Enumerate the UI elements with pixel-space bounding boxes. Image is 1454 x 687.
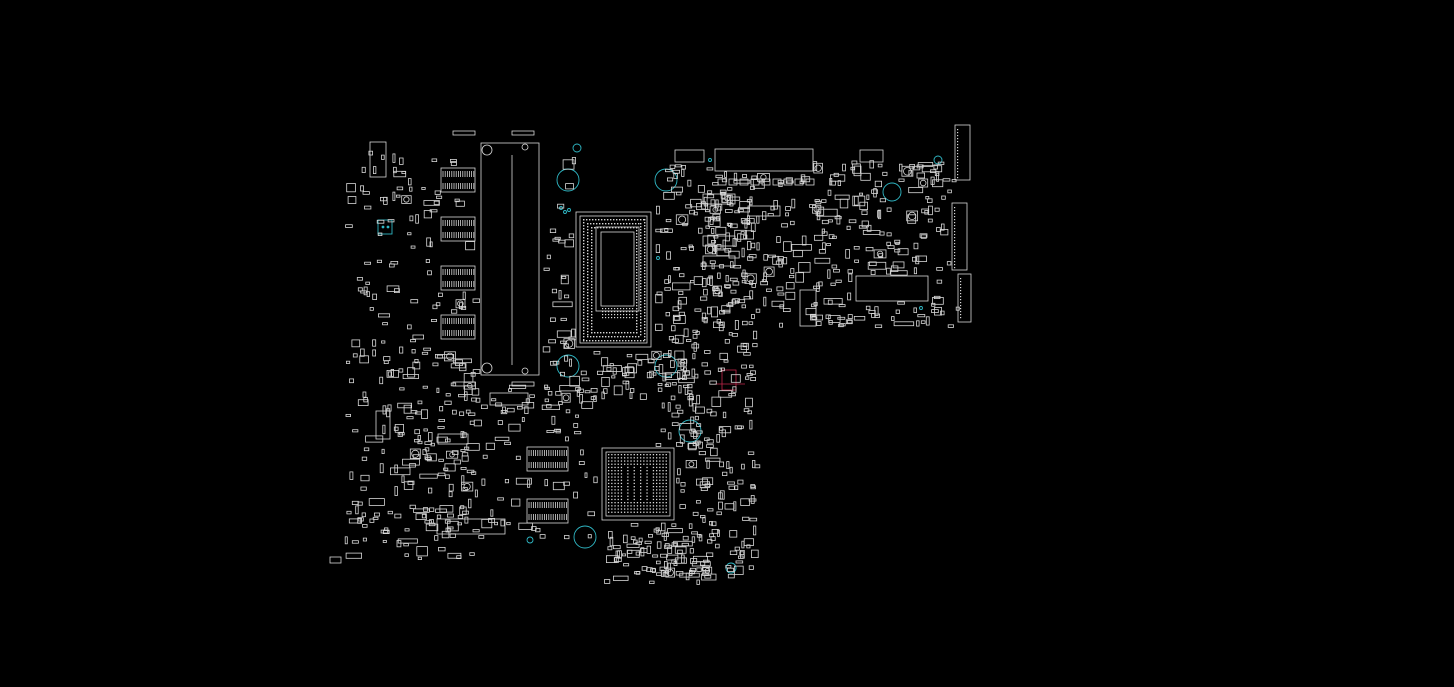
passive-components[interactable] <box>329 129 962 585</box>
cpu-bga-footprint[interactable] <box>575 211 652 348</box>
memory-chips[interactable] <box>440 167 569 524</box>
dimm-slot[interactable] <box>452 130 540 387</box>
pch-bga-footprint[interactable] <box>601 447 675 521</box>
highlighted-component[interactable] <box>715 369 745 391</box>
